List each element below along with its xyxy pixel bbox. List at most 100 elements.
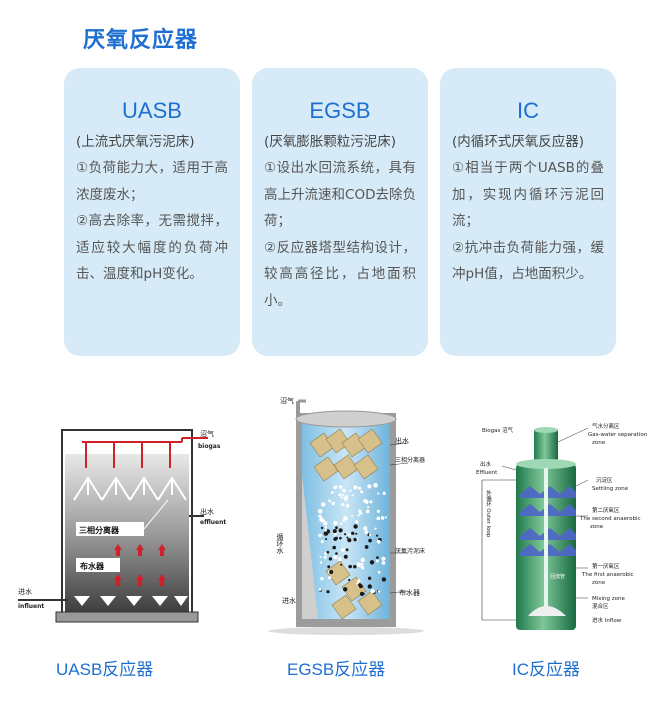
sludge-particle bbox=[377, 571, 381, 574]
sludge-particle bbox=[349, 565, 352, 568]
sludge-particle bbox=[321, 502, 324, 505]
sludge-particle bbox=[340, 496, 343, 499]
sludge-particle bbox=[360, 565, 364, 569]
sludge-particle bbox=[360, 557, 365, 563]
sludge-particle bbox=[319, 556, 322, 558]
sludge-particle bbox=[330, 491, 334, 494]
sludge-particle bbox=[335, 521, 338, 525]
card-title: EGSB bbox=[309, 98, 371, 123]
biogas-label: 沼气 bbox=[200, 429, 214, 438]
sludge-particle bbox=[381, 561, 386, 565]
biogas-label: 沼气 bbox=[280, 396, 294, 405]
sludge-particle bbox=[338, 528, 343, 533]
separator-label: 三相分离器 bbox=[395, 456, 425, 464]
sludge-particle bbox=[367, 506, 370, 509]
sludge-particle bbox=[319, 561, 323, 564]
sludge-particle bbox=[358, 584, 363, 589]
sludge-particle bbox=[318, 514, 322, 518]
sludge-particle bbox=[358, 486, 362, 490]
separator-label: 三相分离器 bbox=[79, 525, 120, 535]
sludge-particle bbox=[365, 509, 370, 514]
card-point: ①相当于两个UASB的叠加，实现内循环污泥回流； bbox=[452, 160, 604, 229]
sludge-particle bbox=[351, 494, 354, 497]
gas-sep-label-en: Gas-water separation bbox=[588, 432, 648, 438]
egsb-diagram: 沼气 出水 三相分离器 循环水 厌氧污泥床 进水 布水器 bbox=[268, 396, 425, 635]
sludge-particle bbox=[367, 484, 372, 489]
sludge-particle bbox=[349, 489, 352, 492]
sludge-particle bbox=[323, 555, 327, 559]
sludge-particle bbox=[356, 562, 362, 567]
gas-sep-label-en2: zone bbox=[592, 440, 606, 446]
sludge-particle bbox=[340, 522, 343, 525]
sludge-particle bbox=[320, 520, 323, 523]
sludge-particle bbox=[345, 548, 349, 552]
sludge-particle bbox=[318, 533, 322, 538]
card-point: ①负荷能力大，适用于高浓度废水； bbox=[76, 160, 228, 203]
sludge-particle bbox=[353, 524, 358, 529]
sludge-particle bbox=[344, 533, 347, 536]
sludge-particle bbox=[317, 509, 323, 514]
sludge-particle bbox=[328, 576, 332, 580]
card-subtitle: (内循环式厌氧反应器) bbox=[452, 134, 585, 150]
first-zone-label-en: The first anaerobic bbox=[581, 572, 634, 578]
sludge-particle bbox=[333, 555, 338, 560]
sludge-particle bbox=[355, 520, 359, 524]
sludge-particle bbox=[324, 526, 327, 529]
influent-label-en: influent bbox=[18, 603, 44, 610]
sludge-particle bbox=[329, 570, 334, 574]
sludge-particle bbox=[362, 592, 365, 596]
sludge-particle bbox=[343, 496, 348, 501]
card-ic: IC (内循环式厌氧反应器) ①相当于两个UASB的叠加，实现内循环污泥回流； … bbox=[440, 68, 616, 356]
sludge-particle bbox=[320, 526, 324, 530]
sludge-particle bbox=[325, 538, 328, 540]
sludge-particle bbox=[351, 514, 354, 517]
sludge-particle bbox=[377, 492, 380, 495]
distributor-label: 布水器 bbox=[79, 561, 105, 571]
sludge-particle bbox=[353, 565, 357, 569]
sludge-particle bbox=[353, 485, 358, 490]
sludge-particle bbox=[326, 550, 330, 554]
sludge-particle bbox=[333, 485, 337, 490]
recycle-label: 循环水 bbox=[276, 532, 284, 554]
settling-label-en: Settling zone bbox=[592, 486, 629, 492]
sludge-particle bbox=[333, 532, 338, 536]
gas-sep-label: 气水分离区 bbox=[592, 422, 620, 430]
second-zone-label-en: The second anaerobic bbox=[579, 516, 641, 522]
sludge-particle bbox=[337, 557, 342, 562]
card-egsb: EGSB (厌氧膨胀颗粒污泥床) ①设出水回流系统，具有高上升流速和COD去除负… bbox=[252, 68, 428, 356]
sludge-particle bbox=[341, 548, 345, 552]
sludge-particle bbox=[364, 530, 369, 535]
sludge-particle bbox=[335, 526, 338, 530]
second-zone-label-en2: zone bbox=[590, 524, 604, 530]
sludge-particle bbox=[324, 529, 327, 532]
card-point: ②反应器塔型结构设计，较高高径比，占地面积小。 bbox=[264, 239, 416, 309]
sludge-particle bbox=[339, 536, 342, 540]
sludge-particle bbox=[320, 576, 324, 581]
sludge-particle bbox=[333, 537, 337, 541]
sludge-particle bbox=[326, 590, 330, 594]
page-title: 厌氧反应器 bbox=[83, 28, 199, 53]
sludge-particle bbox=[360, 562, 364, 566]
sludge-particle bbox=[377, 590, 381, 593]
sludge-particle bbox=[346, 536, 349, 539]
sludge-particle bbox=[338, 493, 342, 497]
sludge-particle bbox=[380, 516, 385, 520]
sludge-particle bbox=[355, 532, 358, 535]
sludge-particle bbox=[332, 529, 337, 534]
sludge-particle bbox=[375, 559, 379, 563]
sludge-particle bbox=[374, 527, 377, 530]
sludge-particle bbox=[363, 526, 368, 531]
sludge-particle bbox=[376, 556, 379, 559]
sludge-particle bbox=[341, 503, 345, 507]
effluent-label: 出水 bbox=[395, 436, 409, 445]
sludge-particle bbox=[343, 587, 348, 592]
sludge-particle bbox=[367, 576, 372, 580]
sludge-particle bbox=[346, 504, 350, 508]
egsb-caption: EGSB反应器 bbox=[287, 660, 386, 679]
card-title: UASB bbox=[122, 98, 182, 123]
sludge-particle bbox=[369, 500, 373, 504]
card-subtitle: (上流式厌氧污泥床) bbox=[76, 134, 195, 150]
distributor-label: 布水器 bbox=[399, 588, 420, 597]
sludge-particle bbox=[363, 498, 367, 503]
uasb-diagram: 沼气 biogas 出水 effluent 三相分离器 布水器 进水 influ… bbox=[18, 429, 226, 623]
